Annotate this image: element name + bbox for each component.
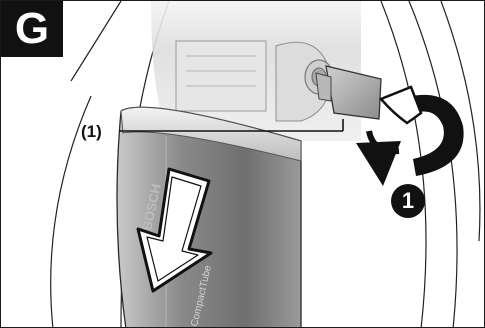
step-number-badge: 1	[391, 184, 425, 218]
section-letter-badge: G	[1, 1, 63, 57]
callout-label: (1)	[81, 122, 102, 142]
